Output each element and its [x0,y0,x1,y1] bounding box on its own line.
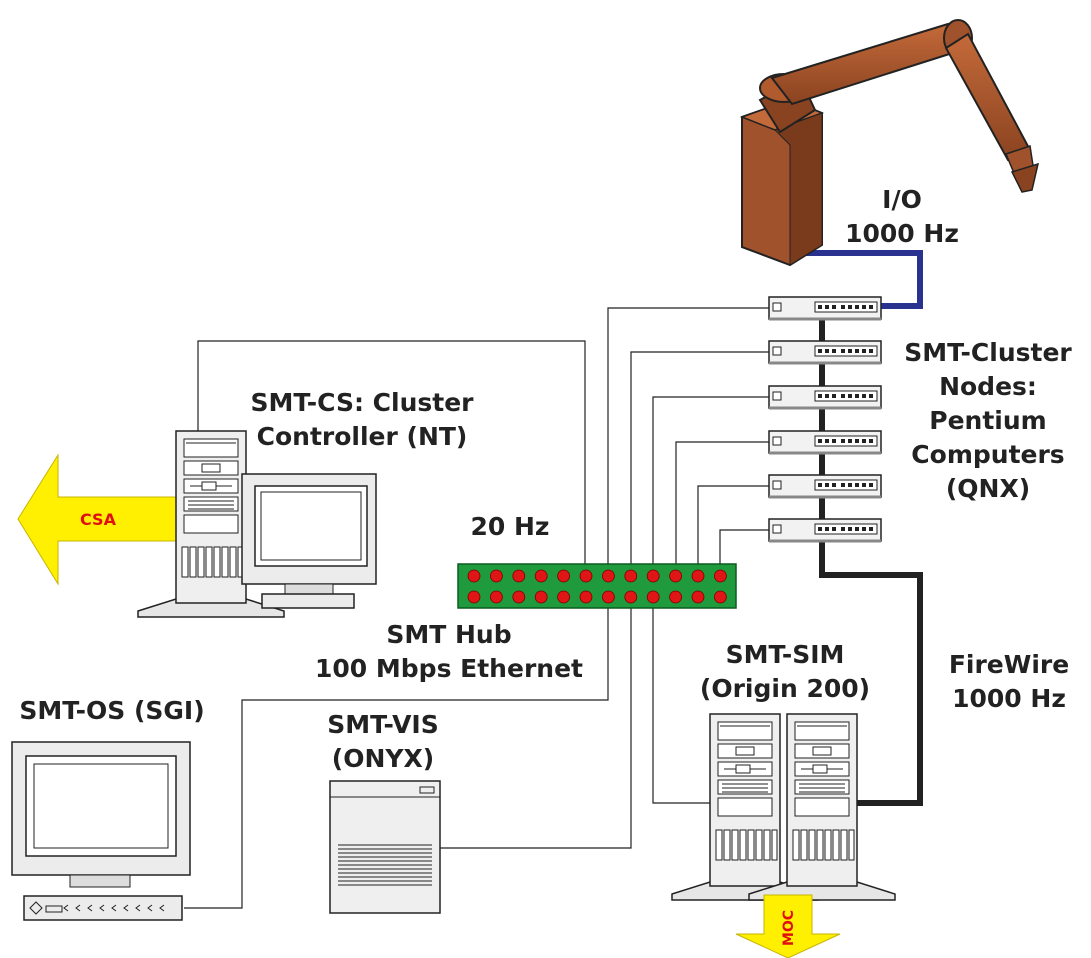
hub-port [691,590,705,604]
io-label: I/O 1000 Hz [842,183,962,251]
hub-port [714,569,727,583]
cluster-nodes-label-line-3: Pentium [929,406,1047,435]
hub-port [646,590,660,604]
cluster-nodes-label-line-2: Nodes: [939,372,1037,401]
hub-port [467,590,481,604]
hub-port [669,590,682,604]
hub-port [512,569,526,583]
vis-label-line-1: SMT-VIS [327,710,439,739]
hub-port [602,569,615,583]
cluster-nodes-label-line-1: SMT-Cluster [904,338,1072,367]
sim-label-line-1: SMT-SIM [725,640,845,669]
hub-port [624,569,638,583]
hub-port [557,569,570,583]
moc-arrow: MOC [735,894,841,958]
cluster-controller-computer [137,430,377,618]
hub-port [602,590,615,604]
hub-label-line-2: 100 Mbps Ethernet [315,654,583,683]
firewire-label-line-2: 1000 Hz [952,684,1066,713]
hub-port [691,569,705,583]
os-label: SMT-OS (SGI) [19,696,205,725]
smt-hub [457,563,737,609]
hub-label-line-1: SMT Hub [386,620,512,649]
cluster-controller-label: SMT-CS: Cluster Controller (NT) [232,386,492,454]
sim-label: SMT-SIM (Origin 200) [690,638,880,706]
io-label-line-2: 1000 Hz [845,219,959,248]
sim-label-line-2: (Origin 200) [699,674,871,703]
io-label-line-1: I/O [882,185,922,214]
cluster-node-2 [767,339,883,365]
firewire-label-line-1: FireWire [948,650,1070,679]
hub-label: SMT Hub 100 Mbps Ethernet [306,618,592,686]
hub-port [557,590,570,604]
firewire-label: FireWire 1000 Hz [934,648,1084,716]
hub-port [579,590,593,604]
moc-arrow-label: MOC [781,910,797,946]
hub-port [534,569,548,583]
cluster-controller-label-line-2: Controller (NT) [256,422,468,451]
rate-20hz-label: 20 Hz [470,512,550,541]
robot-arm [739,19,1040,267]
csa-arrow-label: CSA [80,510,117,529]
cluster-controller-label-line-1: SMT-CS: Cluster [250,388,474,417]
hub-port [467,569,481,583]
os-workstation [11,741,191,921]
cluster-node-1 [767,295,883,321]
firewire-link [819,540,923,806]
hub-port [489,590,503,604]
cluster-node-3 [767,384,883,410]
vis-server [329,780,441,914]
hub-port [624,590,638,604]
cluster-nodes-label: SMT-Cluster Nodes: Pentium Computers (QN… [893,336,1083,506]
hub-port [534,590,548,604]
cluster-node-5 [767,473,883,499]
cluster-nodes-label-line-5: (QNX) [945,474,1031,503]
hub-port [489,569,503,583]
csa-arrow: CSA [17,453,177,586]
hub-port [669,569,682,583]
hub-port [579,569,593,583]
hub-port [512,590,526,604]
vis-label-line-2: (ONYX) [331,744,435,773]
cluster-node-4 [767,429,883,455]
hub-port [714,590,727,604]
sim-servers [671,713,896,901]
hub-port [646,569,660,583]
cluster-nodes-label-line-4: Computers [911,440,1065,469]
cluster-node-6 [767,517,883,543]
io-link [790,250,923,309]
vis-label: SMT-VIS (ONYX) [300,708,466,776]
